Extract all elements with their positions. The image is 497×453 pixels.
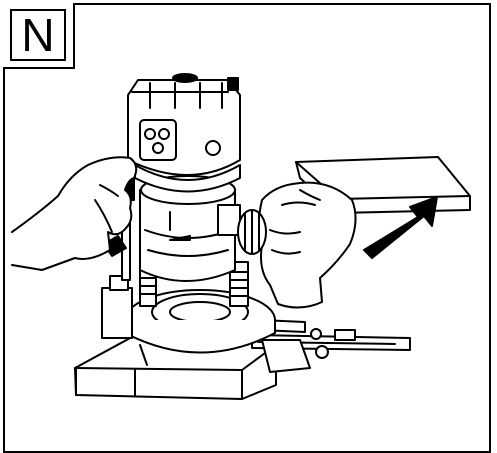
router-top-housing: [127, 73, 241, 193]
left-hand: [11, 156, 138, 271]
step-label-box: N: [3, 3, 75, 69]
right-hand: [258, 181, 357, 309]
feed-direction-arrow: [363, 196, 438, 259]
right-knob: [237, 209, 267, 255]
step-letter: N: [10, 9, 66, 61]
lower-board: [74, 335, 277, 400]
